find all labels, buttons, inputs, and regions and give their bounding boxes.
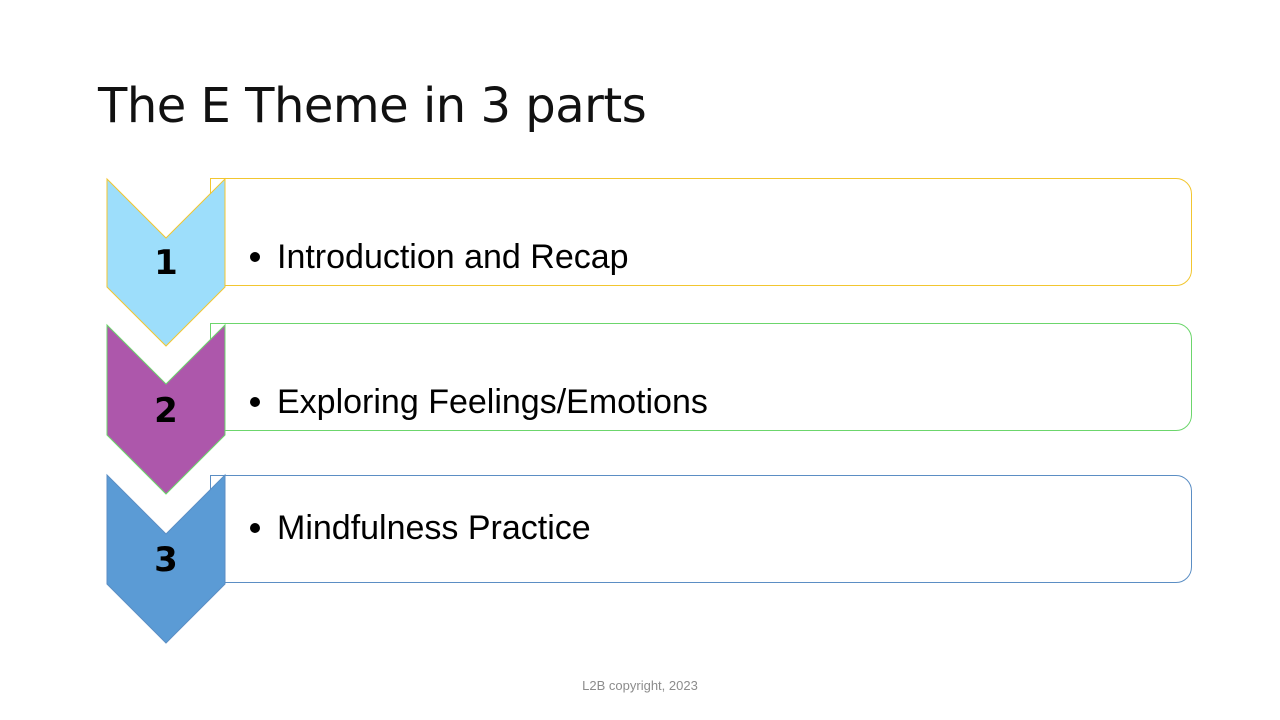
- step-label: Mindfulness Practice: [277, 509, 591, 547]
- slide-title: The E Theme in 3 parts: [98, 78, 647, 134]
- step-item-2: Exploring Feelings/Emotions: [250, 382, 708, 422]
- step-item-3: Mindfulness Practice: [250, 508, 591, 548]
- step-number-3: 3: [154, 540, 178, 580]
- bullet-icon: [250, 252, 260, 262]
- copyright-footer: L2B copyright, 2023: [582, 678, 698, 693]
- chevron-1-shape: [106, 177, 226, 347]
- chevron-2-shape: [106, 323, 226, 495]
- step-box-1: [210, 178, 1192, 286]
- bullet-icon: [250, 397, 260, 407]
- chevron-3-shape: [106, 473, 226, 644]
- bullet-icon: [250, 523, 260, 533]
- step-label: Exploring Feelings/Emotions: [277, 383, 708, 421]
- step-item-1: Introduction and Recap: [250, 237, 629, 277]
- step-label: Introduction and Recap: [277, 238, 629, 276]
- step-box-2: [210, 323, 1192, 431]
- step-box-3: [210, 475, 1192, 583]
- step-number-2: 2: [154, 391, 178, 431]
- step-number-1: 1: [154, 243, 178, 283]
